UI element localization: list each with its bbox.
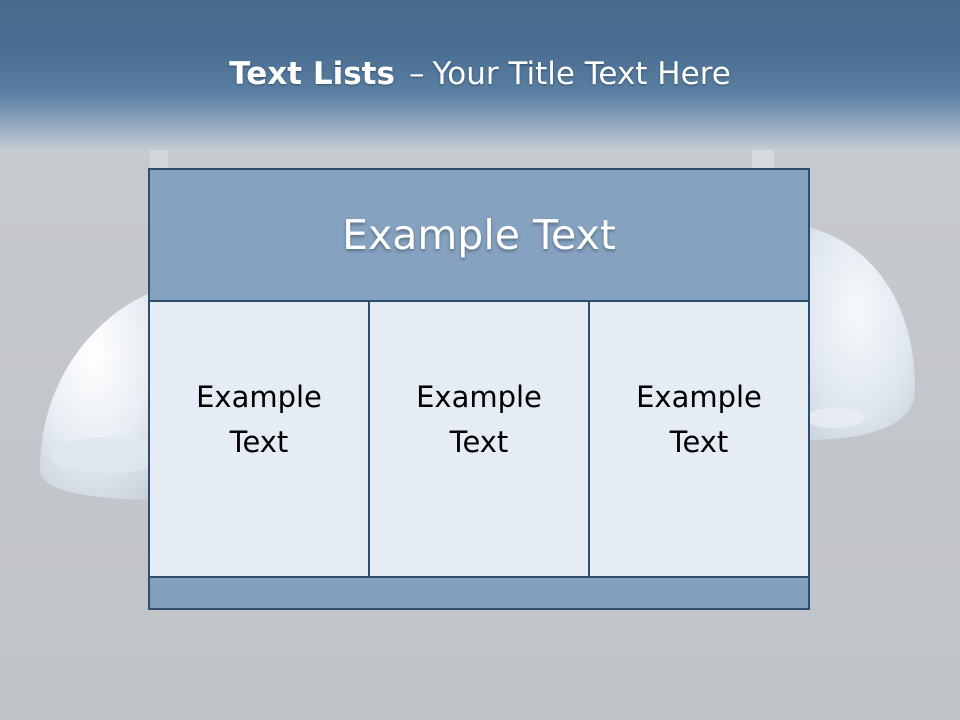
box-header: Example Text [150, 170, 808, 302]
title-rest-part: Your Title Text Here [432, 56, 731, 92]
column-1-text: Example Text [150, 302, 368, 576]
title-bold-part: Text Lists [229, 56, 395, 92]
box-columns: Example Text Example Text Example Text [150, 302, 808, 578]
column-2-text: Example Text [368, 302, 588, 576]
column-3-text: Example Text [588, 302, 808, 576]
text-list-box: Example Text Example Text Example Text E… [148, 168, 810, 610]
title-band: Text Lists–Your Title Text Here [0, 0, 960, 150]
box-footer-bar [150, 578, 808, 608]
slide-title: Text Lists–Your Title Text Here [0, 52, 960, 96]
title-separator: – [408, 56, 425, 92]
box-header-text: Example Text [342, 211, 616, 259]
